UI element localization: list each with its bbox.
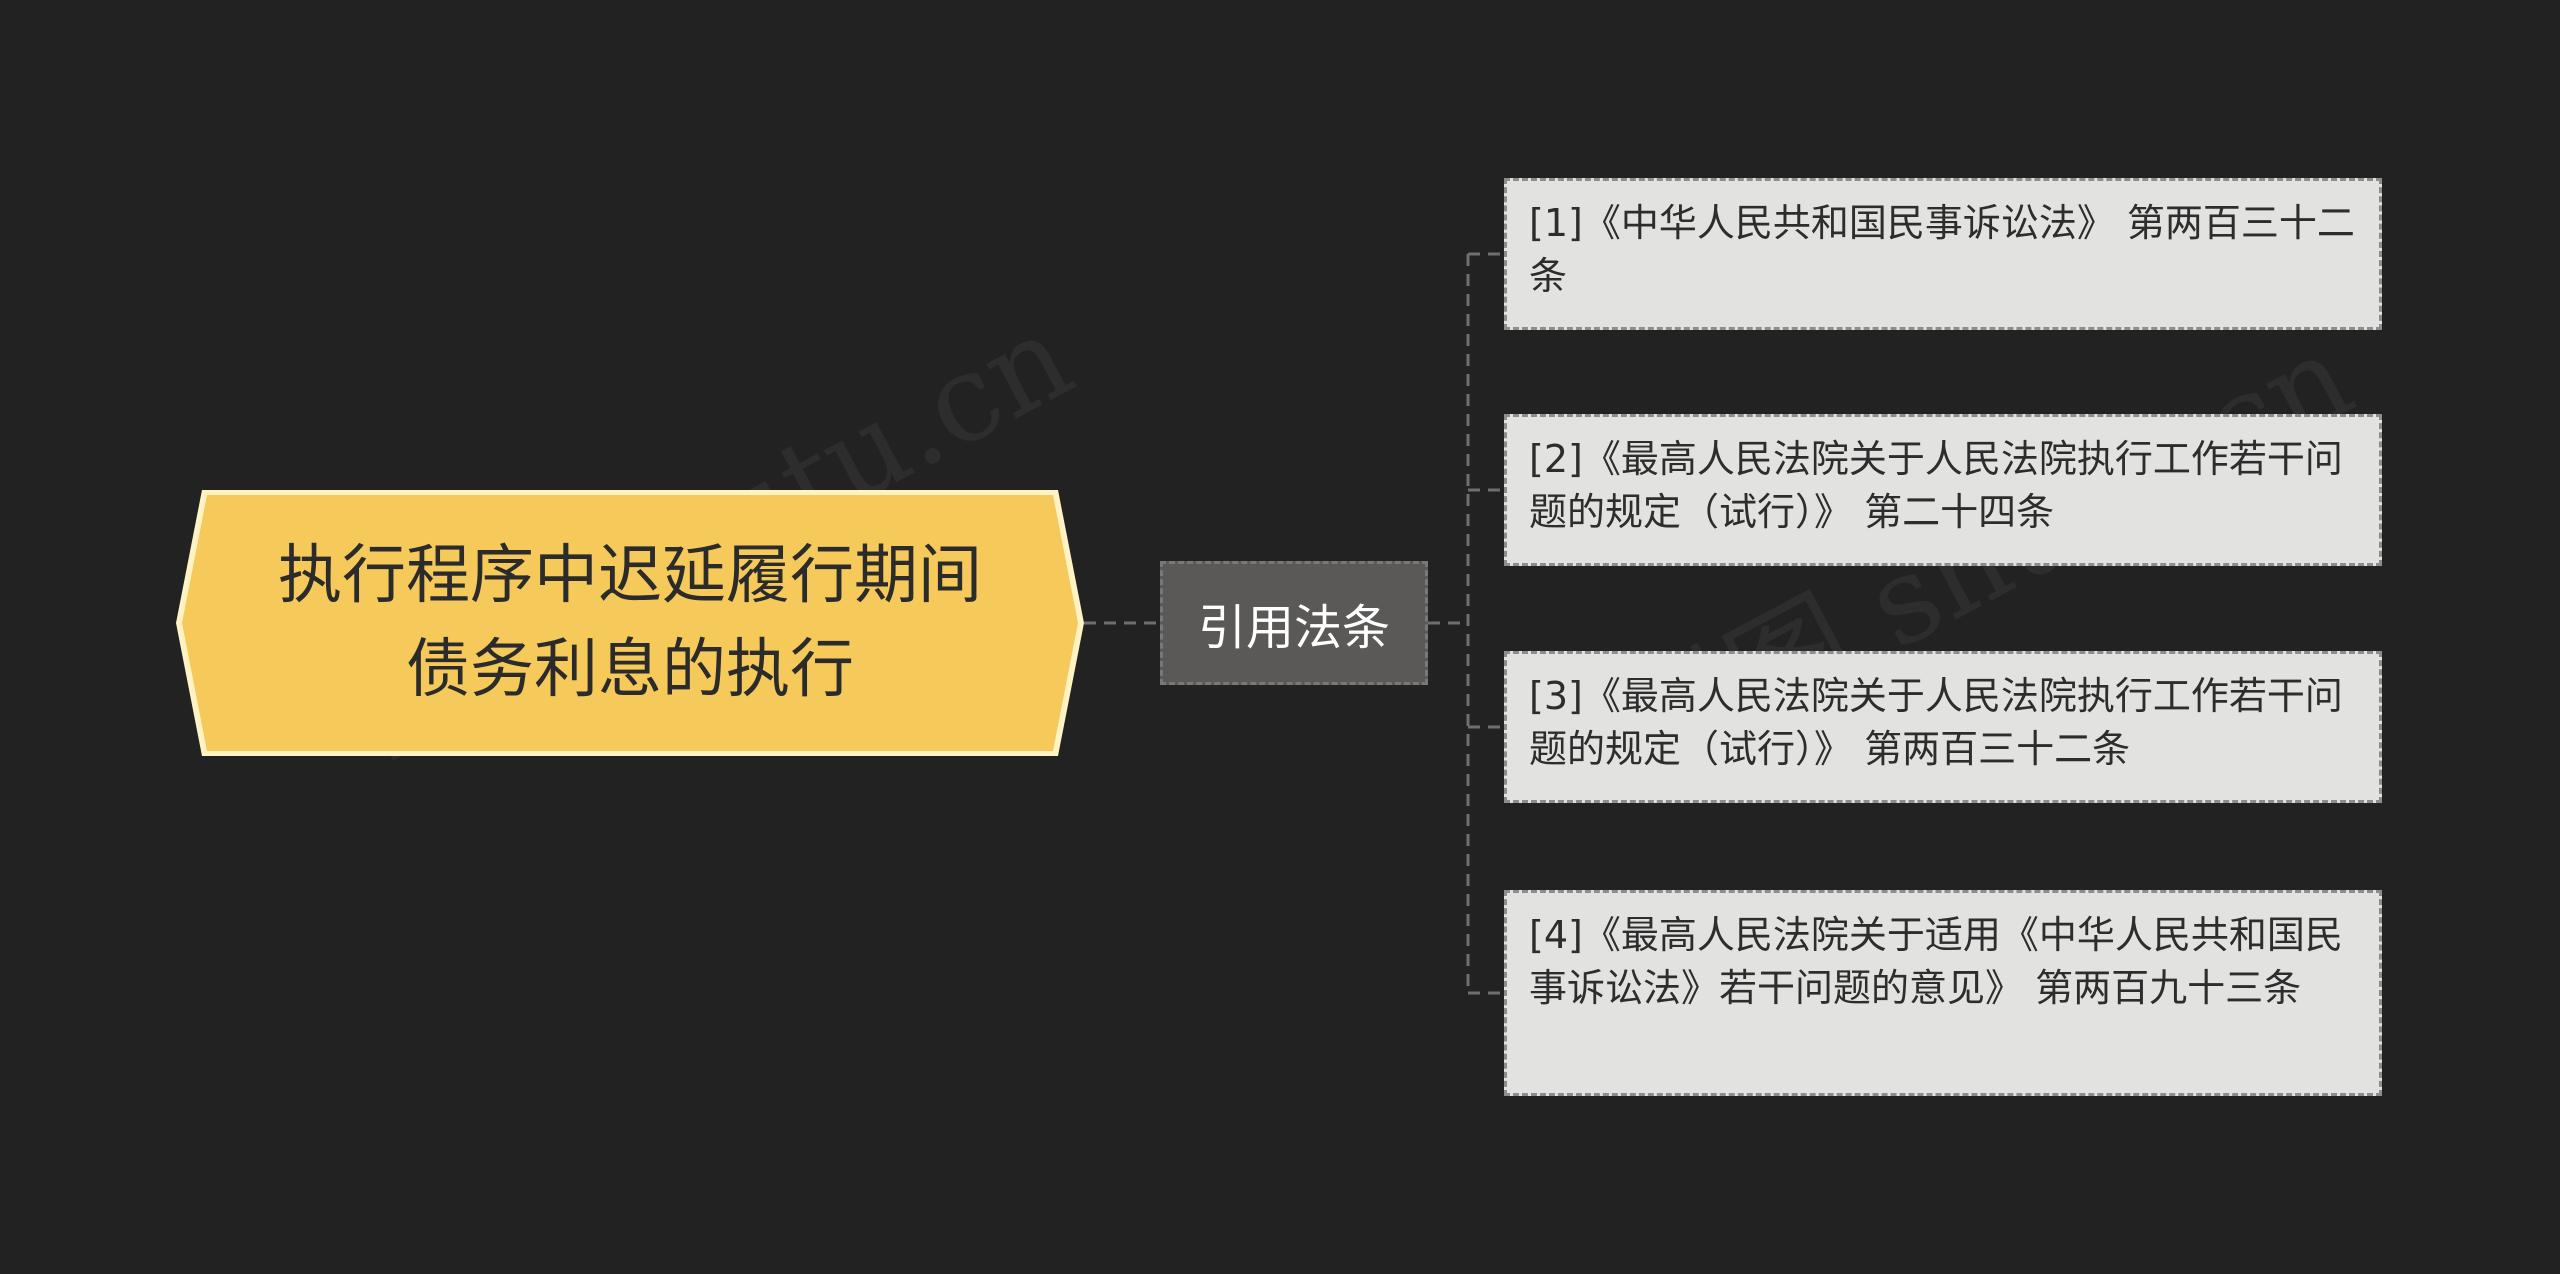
- leaf-node-1[interactable]: [1]《中华人民共和国民事诉讼法》 第两百三十二条: [1504, 178, 2382, 330]
- leaf-node-1-text: [1]《中华人民共和国民事诉讼法》 第两百三十二条: [1529, 201, 2355, 298]
- branch-node-label: 引用法条: [1197, 600, 1390, 656]
- branch-node-cited-laws[interactable]: 引用法条: [1160, 561, 1428, 685]
- leaf-node-2[interactable]: [2]《最高人民法院关于人民法院执行工作若干问题的规定（试行）》 第二十四条: [1504, 414, 2382, 566]
- leaf-node-4-text: [4]《最高人民法院关于适用《中华人民共和国民事诉讼法》若干问题的意见》 第两百…: [1529, 913, 2343, 1010]
- root-title-line-2: 债务利息的执行: [406, 633, 854, 707]
- hexagon-shape: [176, 490, 1084, 756]
- leaf-node-3-text: [3]《最高人民法院关于人民法院执行工作若干问题的规定（试行）》 第两百三十二条: [1529, 674, 2343, 771]
- root-topic-title: 执行程序中迟延履行期间 债务利息的执行: [246, 490, 1014, 756]
- root-topic-node[interactable]: 执行程序中迟延履行期间 债务利息的执行: [176, 490, 1084, 756]
- leaf-node-4[interactable]: [4]《最高人民法院关于适用《中华人民共和国民事诉讼法》若干问题的意见》 第两百…: [1504, 890, 2382, 1096]
- root-title-line-1: 执行程序中迟延履行期间: [278, 539, 982, 613]
- leaf-node-2-text: [2]《最高人民法院关于人民法院执行工作若干问题的规定（试行）》 第二十四条: [1529, 437, 2343, 534]
- leaf-node-3[interactable]: [3]《最高人民法院关于人民法院执行工作若干问题的规定（试行）》 第两百三十二条: [1504, 651, 2382, 803]
